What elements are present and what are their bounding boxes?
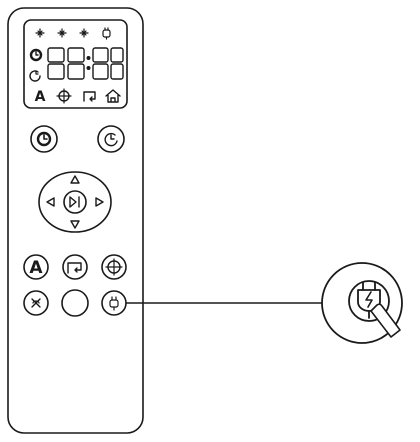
clock-timer-off-icon (104, 132, 118, 147)
charge-button[interactable] (101, 290, 127, 316)
auto-button-label: A (29, 258, 43, 278)
plug-icon (102, 27, 111, 40)
plug-icon (109, 296, 119, 311)
spot-clean-button[interactable] (101, 254, 127, 280)
timer-on-button[interactable] (30, 125, 58, 153)
arrow-left-button[interactable] (46, 197, 55, 207)
clock-timer-icon (29, 48, 43, 62)
remote-body (7, 7, 144, 434)
lcd-display: A (23, 19, 128, 109)
hand-pointer-icon (370, 303, 401, 338)
target-icon (105, 258, 123, 276)
auto-button[interactable]: A (23, 254, 49, 280)
clock-timer-icon (36, 131, 52, 147)
time-digits (47, 47, 124, 80)
fan-icon (79, 28, 89, 38)
target-icon (56, 88, 72, 104)
play-pause-button[interactable] (63, 190, 87, 214)
fan-button[interactable] (23, 290, 49, 316)
arrow-right-button[interactable] (95, 197, 104, 207)
timer-off-button[interactable] (97, 125, 125, 153)
blank-button[interactable] (61, 289, 89, 317)
clock-timer-off-icon (29, 70, 41, 82)
edge-clean-icon (83, 91, 96, 102)
mode-auto-label: A (35, 89, 46, 105)
dpad (38, 171, 112, 233)
arrow-up-button[interactable] (70, 175, 80, 184)
charge-button-callout (321, 262, 403, 344)
edge-clean-button[interactable] (62, 254, 88, 280)
home-icon (105, 89, 121, 103)
edge-clean-icon (67, 262, 82, 274)
fan-icon (57, 28, 67, 38)
fan-icon (31, 298, 41, 308)
fan-icon (35, 28, 45, 38)
arrow-down-button[interactable] (70, 220, 80, 229)
